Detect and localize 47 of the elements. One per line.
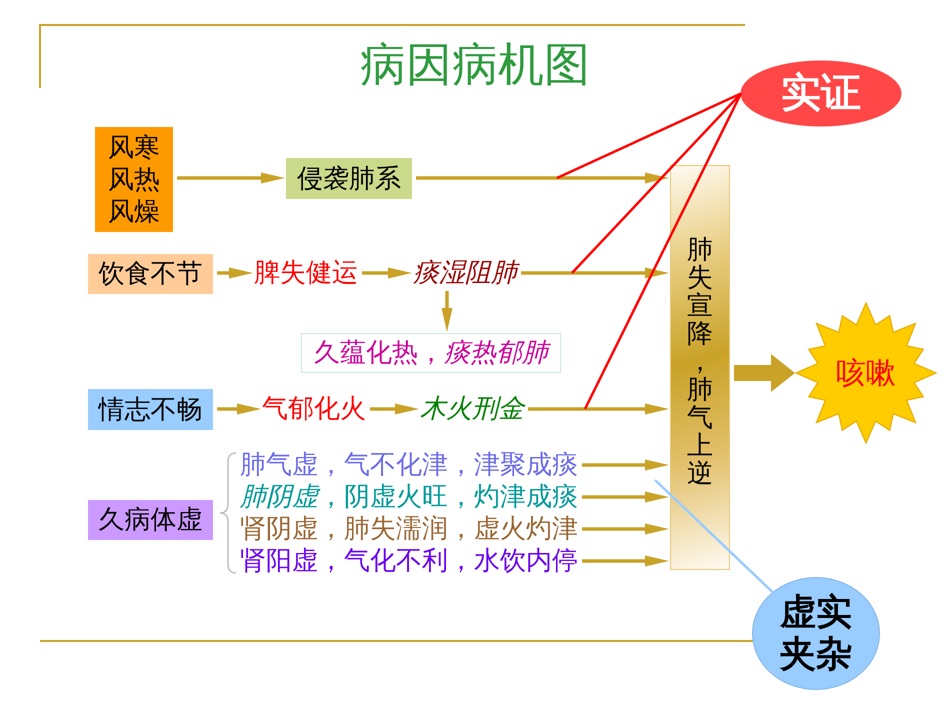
node-label: 久病体虚 [98,504,202,536]
block-arrow [734,354,795,392]
process-text: 脾失健运 [254,258,358,288]
arrow [442,291,452,332]
arrow [217,404,261,414]
cause-box [88,389,213,430]
arrow [177,172,285,184]
leader-line [654,479,774,594]
process-text: 肺气虚，气不化津，津聚成痰 [240,450,578,480]
vertical-label: 肺失宣降，肺气上逆 [687,236,713,488]
process-box [286,158,412,199]
node-label: 饮食不节 [98,258,202,290]
arrow [582,556,669,566]
leader-line [584,92,742,410]
cause-box [88,500,213,540]
process-text: 肾阴虚，肺失濡润，虚火灼津 [240,514,578,544]
node-label: 风燥 [108,196,160,228]
arrow [582,492,669,502]
leader-line [571,92,742,274]
callout-bubble [752,577,880,690]
node-label: 实证 [781,70,861,117]
node-label: 风寒 [108,132,160,164]
arrow [370,404,419,414]
node-label: 侵袭肺系 [297,162,401,194]
arrow [416,172,669,184]
symptom-starburst [796,303,936,443]
process-box [301,333,561,373]
process-text: 肾阳虚，气化不利，水饮内停 [240,546,578,576]
pathogenesis-bar [670,165,730,570]
arrow [582,524,669,534]
process-text: 肺阴虚，阴虚火旺，灼津成痰 [240,482,578,512]
node-label: 咳嗽 [836,356,896,390]
title: 病因病机图 [360,38,590,90]
arrow [521,268,669,278]
arrow [217,268,253,278]
cause-box [95,127,173,232]
node-label: 虚实夹杂 [778,592,853,676]
arrow [362,268,412,278]
cause-box [88,254,213,294]
node-label: 情志不畅 [98,394,202,426]
leader-line [556,92,742,180]
process-text: 木火刑金 [420,394,524,424]
pattern-ellipse [740,60,902,127]
arrow [528,404,669,414]
process-text: 气郁化火 [262,394,366,424]
node-label: 风热 [108,164,160,196]
arrow [582,460,669,470]
